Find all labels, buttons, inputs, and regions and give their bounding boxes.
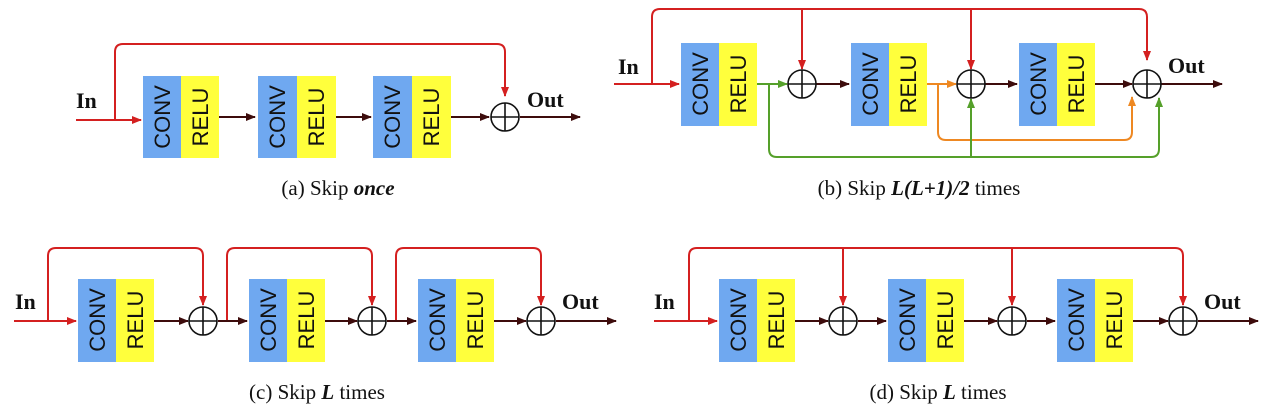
conv-block <box>143 76 181 158</box>
diagram-b: CONV RELU CONV RELU CONV RELU <box>614 8 1223 200</box>
conv-block <box>249 279 287 362</box>
conv-relu-block: CONV RELU <box>1057 279 1133 362</box>
relu-label: RELU <box>933 291 958 350</box>
relu-block <box>297 76 336 158</box>
relu-block <box>287 279 325 362</box>
relu-label: RELU <box>463 291 488 350</box>
relu-block <box>116 279 154 362</box>
skip-arrow <box>937 84 1136 141</box>
conv-label: CONV <box>380 85 405 149</box>
relu-block <box>926 279 964 362</box>
skip-arrow <box>47 247 207 321</box>
output-label: Out <box>1204 289 1241 314</box>
conv-label: CONV <box>85 288 110 352</box>
sum-node <box>526 306 556 336</box>
conv-relu-block: CONV RELU <box>78 279 154 362</box>
input-label: In <box>654 289 675 314</box>
conv-block <box>1057 279 1095 362</box>
relu-block <box>757 279 795 362</box>
skip-arrow <box>395 247 545 321</box>
relu-label: RELU <box>419 88 444 147</box>
relu-block <box>1057 43 1095 126</box>
relu-block <box>1095 279 1133 362</box>
sum-node <box>828 306 858 336</box>
conv-relu-block: CONV RELU <box>418 279 494 362</box>
sum-node <box>357 306 387 336</box>
output-label: Out <box>562 289 599 314</box>
skip-arrow <box>688 247 1187 321</box>
conv-label: CONV <box>895 288 920 352</box>
sum-node <box>956 69 986 99</box>
conv-relu-block: CONV RELU <box>851 43 927 126</box>
sum-node <box>490 102 520 132</box>
conv-relu-block: CONV RELU <box>249 279 325 362</box>
caption-b: (b) Skip L(L+1)/2 times <box>818 176 1021 200</box>
relu-label: RELU <box>726 55 751 114</box>
conv-block <box>78 279 116 362</box>
conv-label: CONV <box>688 52 713 116</box>
conv-label: CONV <box>858 52 883 116</box>
conv-block <box>418 279 456 362</box>
conv-label: CONV <box>425 288 450 352</box>
input-label: In <box>15 289 36 314</box>
diagram-d: CONV RELU CONV RELU CONV RELU <box>654 247 1259 404</box>
skip-arrow <box>226 247 376 321</box>
output-label: Out <box>1168 53 1205 78</box>
relu-label: RELU <box>123 291 148 350</box>
relu-label: RELU <box>1064 55 1089 114</box>
conv-block <box>851 43 889 126</box>
caption-c: (c) Skip L times <box>249 380 385 404</box>
skip-arrow <box>114 43 509 120</box>
relu-label: RELU <box>896 55 921 114</box>
conv-block <box>1019 43 1057 126</box>
relu-label: RELU <box>764 291 789 350</box>
input-label: In <box>76 88 97 113</box>
conv-label: CONV <box>1026 52 1051 116</box>
relu-block <box>412 76 451 158</box>
output-label: Out <box>527 87 564 112</box>
caption-d: (d) Skip L times <box>869 380 1006 404</box>
conv-relu-block: CONV RELU <box>258 76 336 158</box>
conv-label: CONV <box>256 288 281 352</box>
relu-block <box>181 76 219 158</box>
input-label: In <box>618 54 639 79</box>
conv-label: CONV <box>1064 288 1089 352</box>
skip-arrow <box>651 8 1151 84</box>
conv-relu-block: CONV RELU <box>373 76 451 158</box>
caption-a: (a) Skip once <box>281 176 394 200</box>
sum-node <box>188 306 218 336</box>
skip-arrow <box>768 84 1163 158</box>
conv-label: CONV <box>150 85 175 149</box>
conv-block <box>719 279 757 362</box>
conv-relu-block: CONV RELU <box>719 279 795 362</box>
sum-node <box>1168 306 1198 336</box>
sum-node <box>1132 69 1162 99</box>
conv-relu-block: CONV RELU <box>1019 43 1095 126</box>
diagram-c: CONV RELU CONV RELU CONV RELU <box>14 247 617 404</box>
conv-block <box>681 43 719 126</box>
sum-node <box>787 69 817 99</box>
relu-block <box>889 43 927 126</box>
conv-relu-block: CONV RELU <box>143 76 219 158</box>
diagram-a: CONV RELU CONV RELU CONV RELU In Out (a)… <box>76 43 581 200</box>
conv-block <box>373 76 412 158</box>
conv-label: CONV <box>265 85 290 149</box>
relu-label: RELU <box>188 88 213 147</box>
conv-block <box>258 76 297 158</box>
conv-relu-block: CONV RELU <box>681 43 757 126</box>
relu-block <box>456 279 494 362</box>
conv-relu-block: CONV RELU <box>888 279 964 362</box>
relu-label: RELU <box>294 291 319 350</box>
sum-node <box>997 306 1027 336</box>
conv-label: CONV <box>726 288 751 352</box>
relu-label: RELU <box>304 88 329 147</box>
relu-label: RELU <box>1102 291 1127 350</box>
relu-block <box>719 43 757 126</box>
conv-block <box>888 279 926 362</box>
